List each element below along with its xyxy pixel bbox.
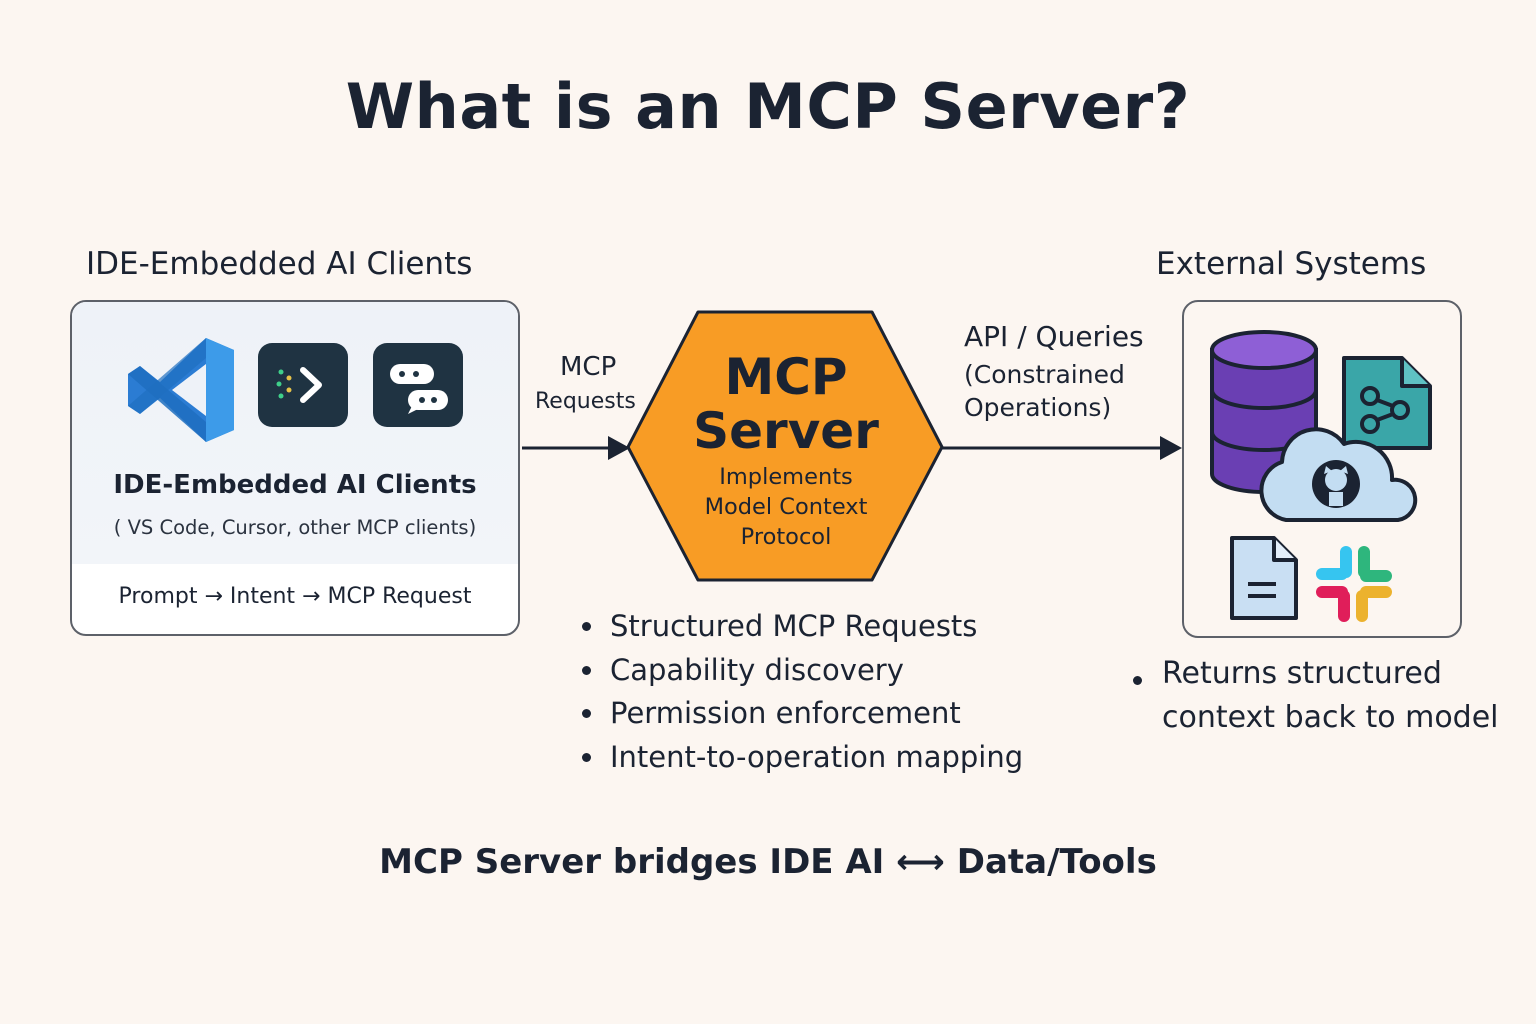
github-cloud-icon xyxy=(1259,427,1418,522)
api-query-arrowhead xyxy=(1160,436,1182,460)
page-title: What is an MCP Server? xyxy=(345,70,1191,143)
chat-bubbles-icon xyxy=(373,343,463,427)
server-desc-1: Implements xyxy=(719,464,853,490)
external-systems-heading: External Systems xyxy=(1156,246,1427,282)
api-label-2: (Constrained xyxy=(964,360,1125,389)
api-label-1: API / Queries xyxy=(964,320,1144,353)
list-item: Structured MCP Requests xyxy=(580,606,1023,650)
slack-icon xyxy=(1316,546,1392,622)
mcp-requests-label-1: MCP xyxy=(560,352,617,382)
api-label-3: Operations) xyxy=(964,393,1112,422)
clients-card-title: IDE-Embedded AI Clients xyxy=(113,470,477,500)
server-capabilities-list: Structured MCP Requests Capability disco… xyxy=(580,606,1023,780)
cursor-terminal-icon xyxy=(258,343,348,427)
prompt-flow: Prompt → Intent → MCP Request xyxy=(118,584,472,609)
footer-caption: MCP Server bridges IDE AI ⟷ Data/Tools xyxy=(379,842,1157,882)
clients-heading: IDE-Embedded AI Clients xyxy=(86,246,473,282)
server-desc-3: Protocol xyxy=(740,524,832,550)
list-item: Permission enforcement xyxy=(580,693,1023,737)
return-line-2: context back to model xyxy=(1162,700,1499,735)
clients-card: IDE-Embedded AI Clients ( VS Code, Curso… xyxy=(70,300,520,636)
mcp-requests-label-2: Requests xyxy=(535,389,636,414)
return-line-1: Returns structured xyxy=(1162,656,1442,691)
mcp-request-arrowhead xyxy=(608,436,630,460)
list-item: Capability discovery xyxy=(580,650,1023,694)
list-item: Intent-to-operation mapping xyxy=(580,737,1023,781)
clients-card-subtitle: ( VS Code, Cursor, other MCP clients) xyxy=(113,516,477,539)
server-desc-2: Model Context xyxy=(704,494,868,520)
external-systems-card xyxy=(1182,300,1462,638)
mcp-server-hexagon xyxy=(626,310,944,582)
bullet-dot xyxy=(1133,676,1142,685)
vscode-icon xyxy=(128,338,234,442)
server-title-2: Server xyxy=(693,402,879,460)
share-file-icon xyxy=(1342,356,1432,450)
document-icon xyxy=(1230,536,1298,620)
server-title-1: MCP xyxy=(724,348,848,406)
